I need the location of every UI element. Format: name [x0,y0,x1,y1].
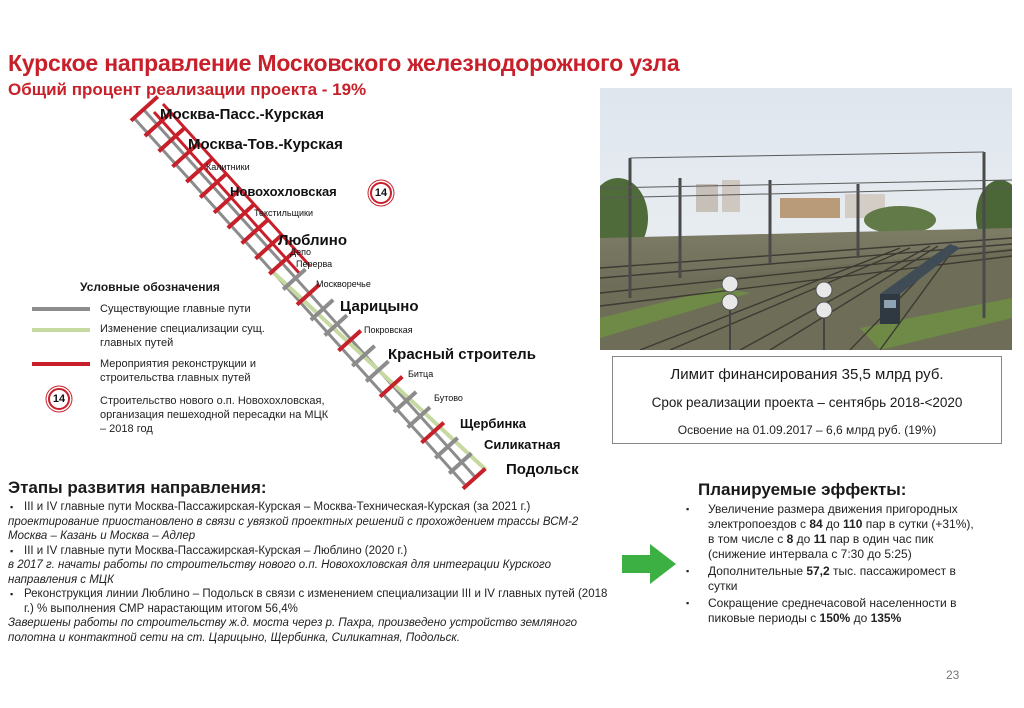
slide-subtitle: Общий процент реализации проекта - 19% [8,80,367,99]
project-deadline: Срок реализации проекта – сентябрь 2018-… [651,395,963,410]
station-silikatnaya: Силикатная [484,437,561,452]
track-sleeper [378,375,404,399]
track-sleeper [364,359,390,383]
track-sleeper [226,202,256,230]
effects-heading: Планируемые эффекты: [698,480,907,499]
track-sleeper [185,156,215,184]
track-sleeper [447,451,473,475]
track-sleeper [461,467,487,491]
track-sleeper [129,95,160,123]
station-novokhokhlovskaya: Новохохловская [230,184,337,199]
track-sleeper [295,283,321,307]
financing-info-box: Лимит финансирования 35,5 млрд руб. Срок… [612,356,1002,444]
stage-item-3: Реконструкция линии Люблино – Подольск в… [8,587,612,616]
track-sleeper [254,233,284,261]
station-moskvorechye: Москворечье [316,279,371,289]
stage-item-1: III и IV главные пути Москва-Пассажирска… [8,500,612,515]
track-sleeper [309,298,335,322]
railway-yard-photo [600,88,1012,350]
track-sleeper [171,141,201,169]
track-sleeper [143,110,173,138]
track-sleeper [281,267,307,291]
station-butovo: Бутово [434,393,463,403]
station-pererva: Перерва [296,259,333,269]
legend-reconstruction-swatch [32,362,90,366]
station-lyublino: Люблино [278,232,348,249]
track-sleeper [268,248,298,276]
legend-title: Условные обозначения [80,280,220,294]
station-tsaritsyno: Царицыно [340,298,419,315]
track-sleeper [212,187,243,215]
legend-mck-14-badge: 14 [48,388,70,410]
stage-item-2: III и IV главные пути Москва-Пассажирска… [8,544,612,559]
station-moskva-pass-kurskaya: Москва-Пасс.-Курская [160,106,325,123]
legend-existing-swatch [32,307,90,311]
station-bitsa: Битца [408,369,434,379]
track-sleeper [351,344,376,368]
station-tekstilshchiki: Текстильщики [254,208,314,218]
effects-list: Увеличение размера движения пригородных … [680,502,980,628]
new-track-b [161,102,312,268]
legend-specialization-text: Изменение специализации сущ. главных пут… [100,323,265,349]
track-sleeper [434,436,459,460]
station-krasny-stroitel: Красный строитель [388,346,536,363]
arrow-right-icon [622,544,676,584]
railway-line-diagram [129,95,488,491]
track-sleeper [157,125,187,153]
stages-list: III и IV главные пути Москва-Пассажирска… [8,500,612,645]
track-sleeper [240,217,270,245]
stages-heading: Этапы развития направления: [8,478,267,497]
new-track-a [152,110,302,276]
financing-progress: Освоение на 01.09.2017 – 6,6 млрд руб. (… [677,423,937,437]
legend-reconstruction-text: Мероприятия реконструкции и строительств… [100,358,257,384]
mck-14-badge: 14 [370,182,392,204]
track-sleepers [129,95,487,491]
track-sleeper [337,329,363,353]
station-pokrovskaya: Покровская [364,325,413,335]
station-moskva-tov-kurskaya: Москва-Тов.-Курская [188,136,343,153]
effect-item-3: Сокращение среднечасовой населенности в … [680,596,980,626]
station-kalitniki: Калитники [206,162,250,172]
track-sleeper [198,171,229,199]
track-sleeper [406,405,432,429]
financing-limit: Лимит финансирования 35,5 млрд руб. [670,366,944,383]
stage-item-1-note: проектирование приостановлено в связи с … [8,515,579,543]
stage-item-3-note: Завершены работы по строительству ж.д. м… [8,617,578,644]
page-number: 23 [946,668,960,682]
effect-item-2: Дополнительные 57,2 тыс. пассажиромест в… [680,564,980,594]
legend-existing-text: Существующие главные пути [100,303,251,315]
track-sleeper [392,390,418,414]
effect-item-1: Увеличение размера движения пригородных … [680,502,980,562]
slide-title: Курское направление Московского железнод… [8,50,680,76]
legend-specialization-swatch [32,328,90,332]
stage-item-2-note: в 2017 г. начаты работы по строительству… [8,559,551,586]
legend-new-stop-text: Строительство нового о.п. Новохохловская… [100,395,329,435]
station-depo: Депо [290,247,311,257]
station-shcherbinka: Щербинка [460,416,527,431]
track-sleeper [323,313,349,337]
station-podolsk: Подольск [506,461,579,478]
track-sleeper [420,421,446,445]
